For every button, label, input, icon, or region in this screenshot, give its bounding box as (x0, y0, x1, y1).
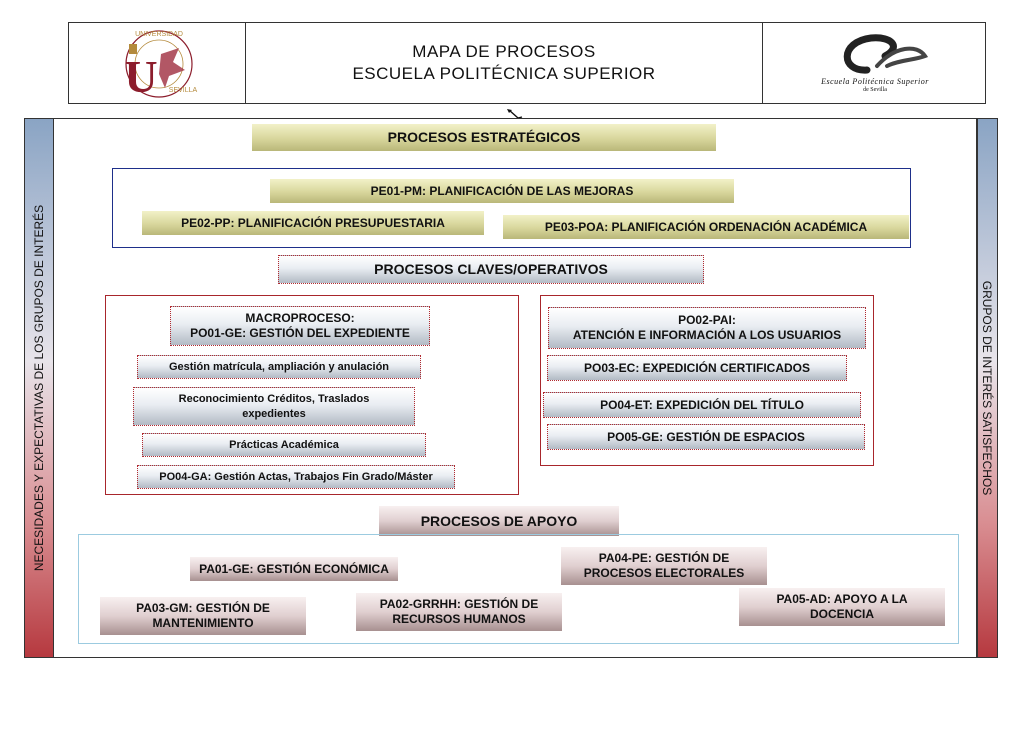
process-po04-ga: PO04-GA: Gestión Actas, Trabajos Fin Gra… (137, 465, 455, 489)
process-pe01: PE01-PM: PLANIFICACIÓN DE LAS MEJORAS (270, 179, 734, 203)
page-title: MAPA DE PROCESOS (412, 42, 596, 61)
strategic-processes-container (112, 168, 911, 248)
eps-logo-subtext: de Sevilla (863, 87, 887, 93)
process-pe03: PE03-POA: PLANIFICACIÓN ORDENACIÓN ACADÉ… (503, 215, 909, 239)
subprocess-credit-recognition: Reconocimiento Créditos, Traslados exped… (133, 387, 415, 426)
process-po05: PO05-GE: GESTIÓN DE ESPACIOS (547, 424, 865, 450)
left-sidebar-stakeholder-needs: NECESIDADES Y EXPECTATIVAS DE LOS GRUPOS… (24, 118, 54, 658)
svg-text:U: U (124, 51, 157, 102)
process-pa05: PA05-AD: APOYO A LA DOCENCIA (739, 588, 945, 626)
right-sidebar-label: GRUPOS DE INTERÉS SATISFECHOS (980, 280, 994, 496)
subprocess-internships: Prácticas Académica (142, 433, 426, 457)
header-title-cell: MAPA DE PROCESOS ESCUELA POLITÉCNICA SUP… (245, 22, 763, 104)
university-seal-logo: UNIVERSIDAD SEVILLA U (124, 30, 198, 102)
process-po02: PO02-PAI: ATENCIÓN E INFORMACIÓN A LOS U… (548, 307, 866, 349)
process-pa01: PA01-GE: GESTIÓN ECONÓMICA (190, 557, 398, 581)
svg-text:SEVILLA: SEVILLA (169, 87, 198, 94)
operational-processes-heading: PROCESOS CLAVES/OPERATIVOS (278, 255, 704, 284)
process-po04-et: PO04-ET: EXPEDICIÓN DEL TÍTULO (543, 392, 861, 418)
support-processes-heading: PROCESOS DE APOYO (379, 506, 619, 536)
macroprocess-po01: MACROPROCESO: PO01-GE: GESTIÓN DEL EXPED… (170, 306, 430, 346)
strategic-processes-heading: PROCESOS ESTRATÉGICOS (252, 124, 716, 151)
svg-text:UNIVERSIDAD: UNIVERSIDAD (135, 31, 183, 38)
header-logo-right-cell: Escuela Politécnica Superior de Sevilla (762, 22, 986, 104)
header-logo-left-cell: UNIVERSIDAD SEVILLA U (68, 22, 246, 104)
page-subtitle: ESCUELA POLITÉCNICA SUPERIOR (352, 64, 656, 83)
process-pa04: PA04-PE: GESTIÓN DE PROCESOS ELECTORALES (561, 547, 767, 585)
eps-logo-text: Escuela Politécnica Superior (821, 77, 929, 86)
process-po03: PO03-EC: EXPEDICIÓN CERTIFICADOS (547, 355, 847, 381)
process-map-frame (53, 118, 978, 658)
operational-right-container (540, 295, 874, 466)
support-processes-container (78, 534, 959, 644)
eps-logo (843, 34, 929, 74)
process-pa02: PA02-GRRHH: GESTIÓN DE RECURSOS HUMANOS (356, 593, 562, 631)
right-sidebar-stakeholders-satisfied: GRUPOS DE INTERÉS SATISFECHOS (976, 118, 998, 658)
operational-left-container (105, 295, 519, 495)
process-pa03: PA03-GM: GESTIÓN DE MANTENIMIENTO (100, 597, 306, 635)
left-sidebar-label: NECESIDADES Y EXPECTATIVAS DE LOS GRUPOS… (32, 204, 46, 572)
process-pe02: PE02-PP: PLANIFICACIÓN PRESUPUESTARIA (142, 211, 484, 235)
subprocess-enrollment: Gestión matrícula, ampliación y anulació… (137, 355, 421, 379)
